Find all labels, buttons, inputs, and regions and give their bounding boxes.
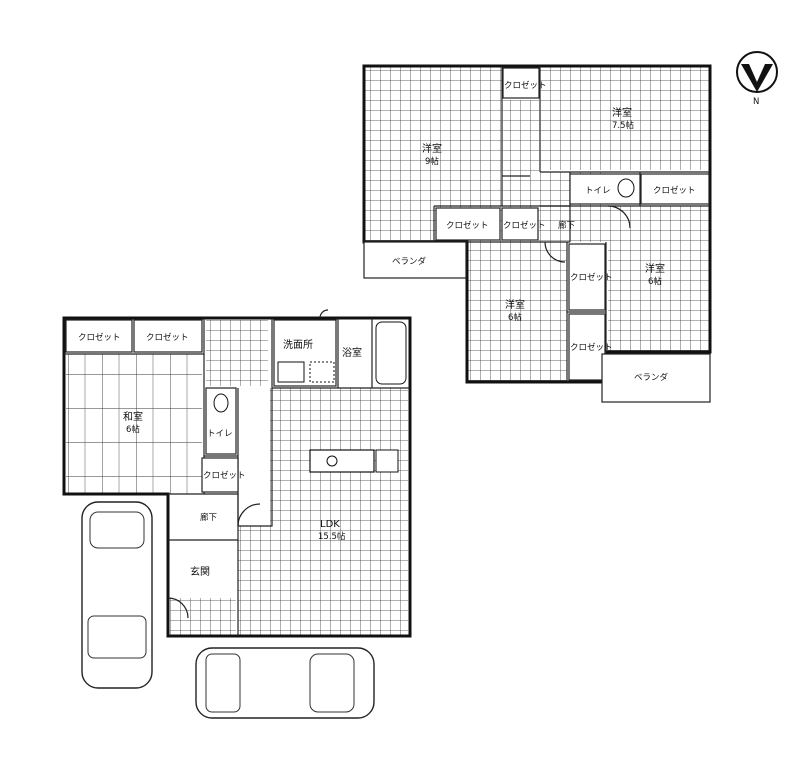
closet-south-2	[568, 313, 606, 381]
closet-upper-left-label: クロゼット	[446, 220, 489, 231]
washroom-label: 洗面所	[283, 339, 313, 351]
room-label-washitsu: 和室	[123, 410, 143, 423]
closet-south-2-label: クロゼット	[570, 342, 613, 353]
washer-icon	[309, 361, 335, 383]
toilet-upper-icon	[617, 178, 635, 198]
room-size-youshitsu-6-south: 6帖	[508, 312, 522, 323]
kitchen-counter	[309, 449, 375, 473]
room-size-ldk: 15.5帖	[318, 531, 346, 542]
closet-top	[502, 67, 540, 99]
room-size-washitsu: 6帖	[126, 424, 140, 435]
veranda-east-label: ベランダ	[634, 372, 669, 383]
room-size-youshitsu-7-5: 7.5帖	[612, 120, 635, 131]
closet-south-1	[568, 243, 606, 311]
toilet-lower-icon	[213, 393, 229, 413]
car-vertical	[81, 501, 153, 689]
room-youshitsu-7-5	[540, 66, 710, 170]
washbasin-icon	[277, 361, 305, 383]
room-label-youshitsu-6-east: 洋室	[645, 262, 665, 275]
room-ldk-west	[238, 526, 270, 636]
room-label-youshitsu-6-south: 洋室	[505, 298, 525, 311]
closet-top-label: クロゼット	[504, 80, 547, 91]
bath-label: 浴室	[342, 346, 362, 359]
closet-lower-b-label: クロゼット	[146, 332, 189, 343]
bathtub-icon	[375, 321, 407, 385]
closet-south-1-label: クロゼット	[570, 272, 613, 283]
room-youshitsu-6-south	[467, 242, 567, 382]
room-genkan-floor	[170, 598, 236, 636]
closet-upper-right	[640, 173, 710, 205]
closet-lower-c	[201, 457, 239, 493]
room-youshitsu-6-east	[608, 206, 710, 352]
closet-upper-mid-label: クロゼット	[503, 220, 546, 231]
room-size-youshitsu-9: 9帖	[425, 156, 439, 167]
second-floor: クロゼット 洋室 9帖 洋室 7.5帖 トイレ クロゼット クロゼット クロゼッ…	[362, 64, 712, 403]
car-horizontal	[195, 647, 375, 719]
room-label-youshitsu-9: 洋室	[422, 142, 442, 155]
veranda-west	[363, 241, 467, 279]
toilet-lower-label: トイレ	[207, 429, 233, 439]
room-washitsu	[66, 354, 202, 494]
stair-lower	[206, 320, 268, 386]
closet-upper-mid	[501, 207, 539, 241]
closet-lower-a	[65, 319, 133, 353]
stair-upper	[503, 100, 539, 172]
closet-lower-c-label: クロゼット	[203, 470, 246, 481]
compass-north-label: N	[753, 97, 759, 107]
corridor-lower-label: 廊下	[200, 512, 218, 523]
closet-upper-right-label: クロゼット	[653, 185, 696, 196]
first-floor: クロゼット クロゼット 洗面所 浴室 和室 6帖 トイレ クロゼット 廊下 LD…	[62, 309, 412, 638]
toilet-upper-label: トイレ	[585, 186, 611, 196]
corridor-upper-label: 廊下	[558, 220, 576, 231]
room-label-youshitsu-7-5: 洋室	[612, 106, 632, 119]
veranda-west-label: ベランダ	[392, 256, 427, 267]
closet-lower-b	[133, 319, 203, 353]
stove-icon	[375, 449, 399, 473]
room-ldk	[270, 388, 408, 636]
room-label-genkan: 玄関	[190, 565, 210, 578]
closet-lower-a-label: クロゼット	[78, 332, 121, 343]
room-size-youshitsu-6-east: 6帖	[648, 276, 662, 287]
sink-icon	[326, 455, 338, 467]
room-label-ldk: LDK	[320, 519, 340, 530]
closet-upper-left	[435, 207, 501, 241]
veranda-east	[601, 353, 711, 403]
compass: N	[736, 51, 778, 107]
